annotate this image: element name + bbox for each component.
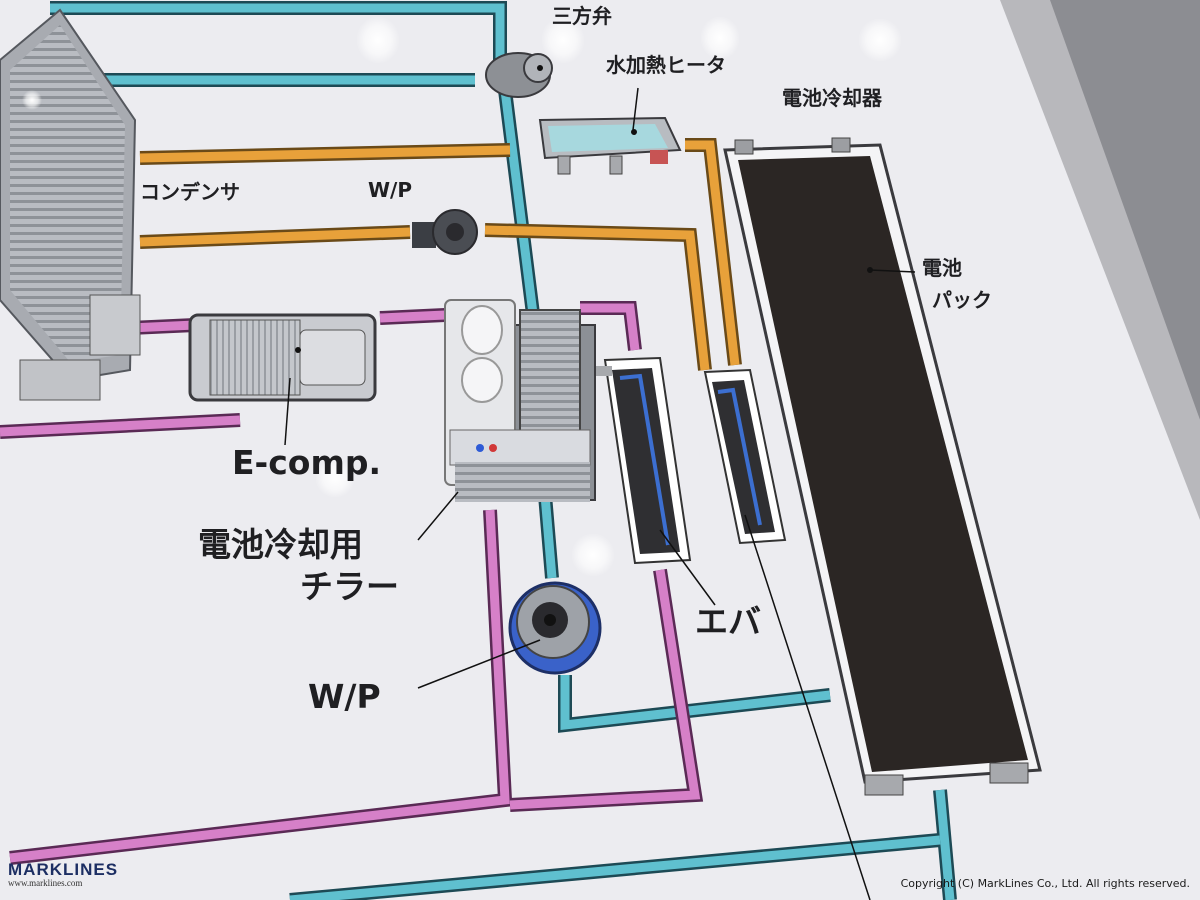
logo-url: www.marklines.com	[8, 878, 83, 888]
label-battery-cooler: 電池冷却器	[782, 86, 882, 110]
evaporator	[590, 356, 692, 565]
label-condenser: コンデンサ	[140, 180, 240, 204]
label-water-heater: 水加熱ヒータ	[606, 53, 726, 77]
battery-cooler-plate	[703, 368, 787, 545]
water-heater	[538, 116, 682, 175]
label-water-pump-bottom: W/P	[308, 677, 381, 716]
copyright-text: Copyright (C) MarkLines Co., Ltd. All ri…	[900, 877, 1190, 890]
battery-chiller	[444, 299, 596, 502]
leader-lines	[284, 87, 871, 900]
label-chiller-2: チラー	[300, 567, 399, 606]
label-battery-pack-2: パック	[932, 288, 992, 312]
label-evaporator: エバ	[695, 602, 761, 641]
light-reflections	[22, 16, 902, 577]
three-way-valve	[485, 52, 553, 98]
label-three-way-valve: 三方弁	[552, 4, 612, 28]
label-chiller-1: 電池冷却用	[198, 525, 363, 564]
water-pump-top	[412, 209, 478, 255]
board-edge	[1050, 0, 1200, 420]
label-battery-pack-1: 電池	[922, 256, 962, 280]
marklines-logo: MARKLINES www.marklines.com	[8, 860, 118, 888]
board-frame	[1000, 0, 1200, 520]
label-water-pump-top: W/P	[368, 178, 413, 202]
battery-pack	[723, 137, 1042, 796]
logo-text: MARKLINES	[8, 860, 119, 879]
label-e-comp: E-comp.	[232, 443, 382, 482]
water-pump-bottom	[508, 581, 602, 675]
e-compressor	[188, 313, 377, 402]
